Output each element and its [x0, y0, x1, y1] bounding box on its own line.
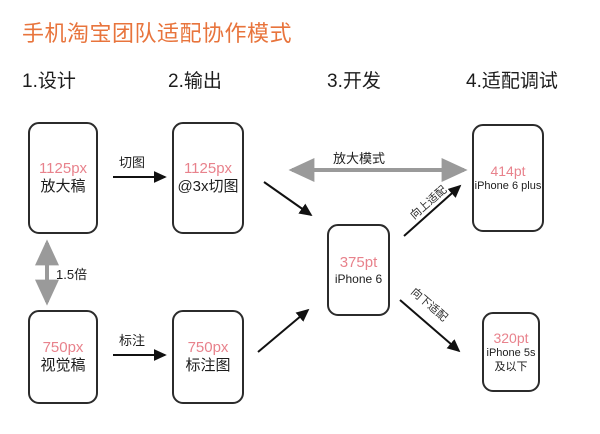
- node-value: 320pt: [493, 330, 529, 347]
- edge-label-zoom-mode: 放大模式: [333, 151, 386, 166]
- node-adapt-plus[interactable]: 414pt iPhone 6 plus: [472, 124, 544, 232]
- node-value: 750px: [187, 338, 229, 356]
- node-caption: iPhone 6 plus: [474, 179, 542, 192]
- node-caption: @3x切图: [177, 178, 239, 195]
- step-header-adapt: 4.适配调试: [466, 71, 558, 92]
- node-output-spec[interactable]: 750px 标注图: [172, 310, 244, 404]
- node-value: 375pt: [339, 253, 378, 271]
- step-header-output: 2.输出: [168, 71, 222, 92]
- node-caption: 放大稿: [40, 178, 86, 195]
- node-value: 414pt: [490, 162, 526, 179]
- step-header-design: 1.设计: [22, 71, 76, 92]
- arrow-spec-to-dev: [257, 308, 310, 353]
- node-caption-secondary: 及以下: [494, 360, 528, 373]
- node-caption: iPhone 6: [334, 271, 383, 286]
- node-design-visual[interactable]: 750px 视觉稿: [28, 310, 98, 404]
- node-adapt-5s[interactable]: 320pt iPhone 5s 及以下: [482, 312, 540, 392]
- edge-label-adapt-up: 向上适配: [408, 184, 450, 222]
- node-output-slice[interactable]: 1125px @3x切图: [172, 122, 244, 234]
- edge-label-scale-ratio: 1.5倍: [56, 267, 88, 282]
- node-caption: iPhone 5s: [486, 347, 536, 360]
- node-caption: 视觉稿: [40, 357, 86, 374]
- step-header-develop: 3.开发: [327, 71, 381, 92]
- node-value: 1125px: [183, 159, 233, 177]
- edge-label-slice: 切图: [119, 155, 146, 170]
- edge-label-adapt-down: 向下适配: [408, 286, 450, 324]
- node-caption: 标注图: [185, 357, 231, 374]
- node-design-large[interactable]: 1125px 放大稿: [28, 122, 98, 234]
- arrow-slice-to-dev: [263, 181, 313, 217]
- node-dev-iphone6[interactable]: 375pt iPhone 6: [327, 224, 390, 316]
- node-value: 1125px: [38, 159, 88, 177]
- edge-label-spec: 标注: [119, 333, 146, 348]
- node-value: 750px: [42, 338, 84, 356]
- page-title: 手机淘宝团队适配协作模式: [22, 21, 293, 46]
